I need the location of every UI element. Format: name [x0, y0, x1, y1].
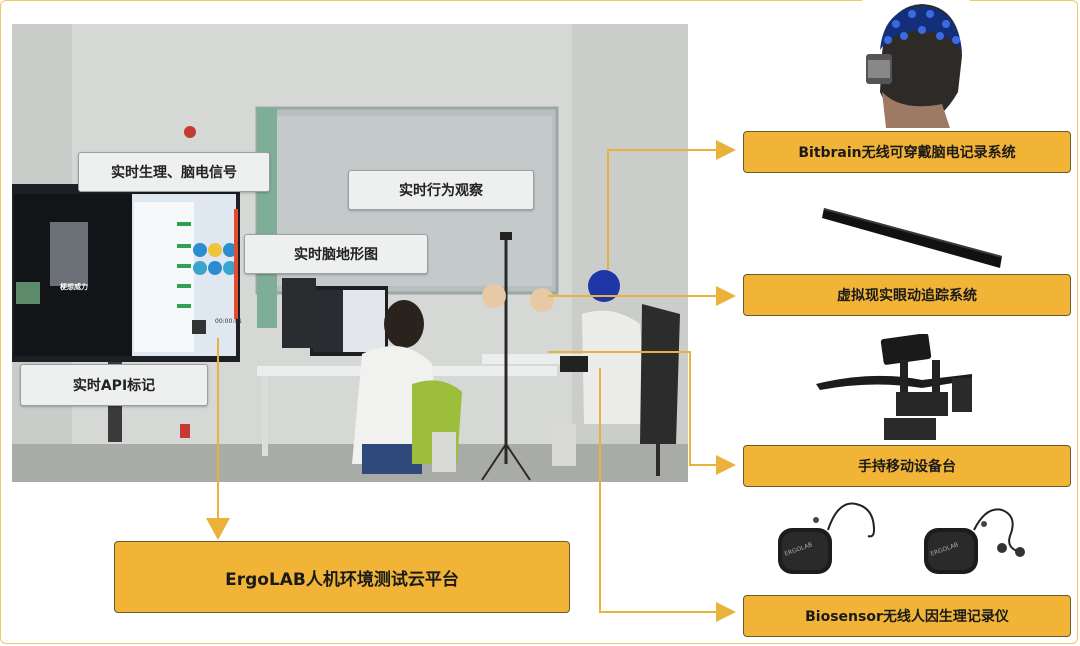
platform-box: ErgoLAB人机环境测试云平台 — [114, 541, 570, 613]
eyetracker-bar-image — [820, 200, 1006, 272]
system-biosensor-box: Biosensor无线人因生理记录仪 — [743, 595, 1071, 637]
lab-photo: 实时生理、脑电信号 实时行为观察 实时脑地形图 实时API标记 梗想威力 00:… — [12, 24, 688, 482]
system-mobile-stand-box: 手持移动设备台 — [743, 445, 1071, 487]
label-topography: 实时脑地形图 — [244, 234, 428, 274]
screen-caption: 梗想威力 — [60, 283, 88, 291]
label-physio-eeg: 实时生理、脑电信号 — [78, 152, 270, 192]
screen-timer: 00:00:01 — [215, 318, 242, 325]
system-eyetracking-box: 虚拟现实眼动追踪系统 — [743, 274, 1071, 316]
system-eeg-box: Bitbrain无线可穿戴脑电记录系统 — [743, 131, 1071, 173]
biosensor-devices-image: ERGOLAB ERGOLAB — [774, 496, 1070, 586]
mobile-stand-image — [812, 333, 976, 446]
label-api-marker: 实时API标记 — [20, 364, 208, 406]
label-behavior: 实时行为观察 — [348, 170, 534, 210]
eeg-headset-image — [862, 0, 970, 130]
